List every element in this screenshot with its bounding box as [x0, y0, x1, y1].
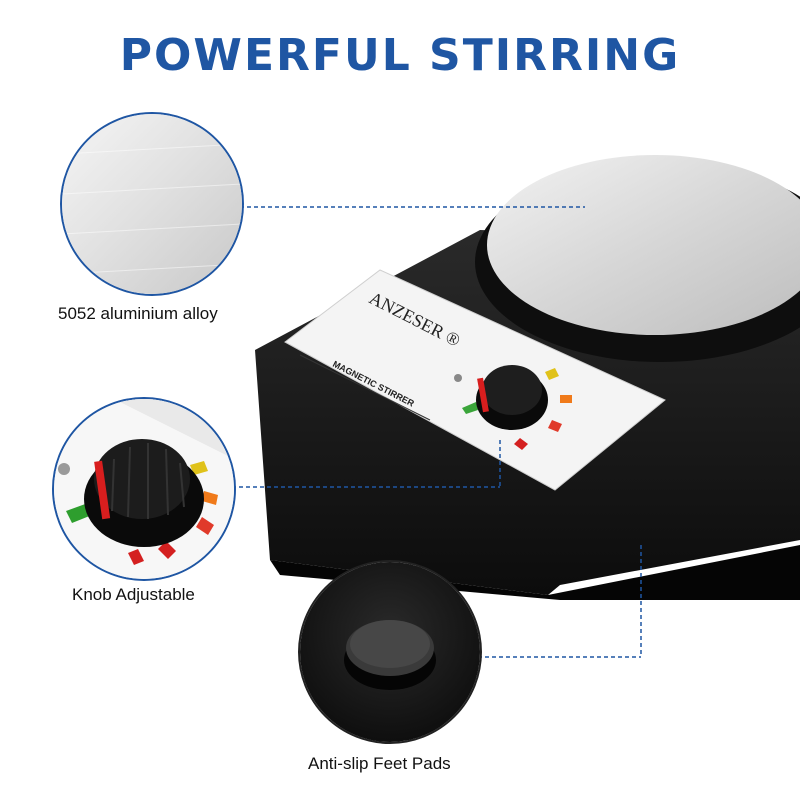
page-title: POWERFUL STIRRING [119, 30, 681, 81]
speed-scale [462, 368, 572, 450]
front-panel [284, 269, 666, 491]
knob-closeup [52, 397, 236, 581]
feature-label-knob: Knob Adjustable [72, 585, 195, 604]
aluminium-plate [487, 155, 800, 335]
foot-pad-closeup [298, 560, 482, 744]
feature-label-aluminium: 5052 aluminium alloy [58, 304, 218, 323]
feature-label-feet-pads: Anti-slip Feet Pads [308, 754, 451, 773]
indicator-light [454, 374, 462, 382]
aluminium-closeup [60, 112, 244, 296]
